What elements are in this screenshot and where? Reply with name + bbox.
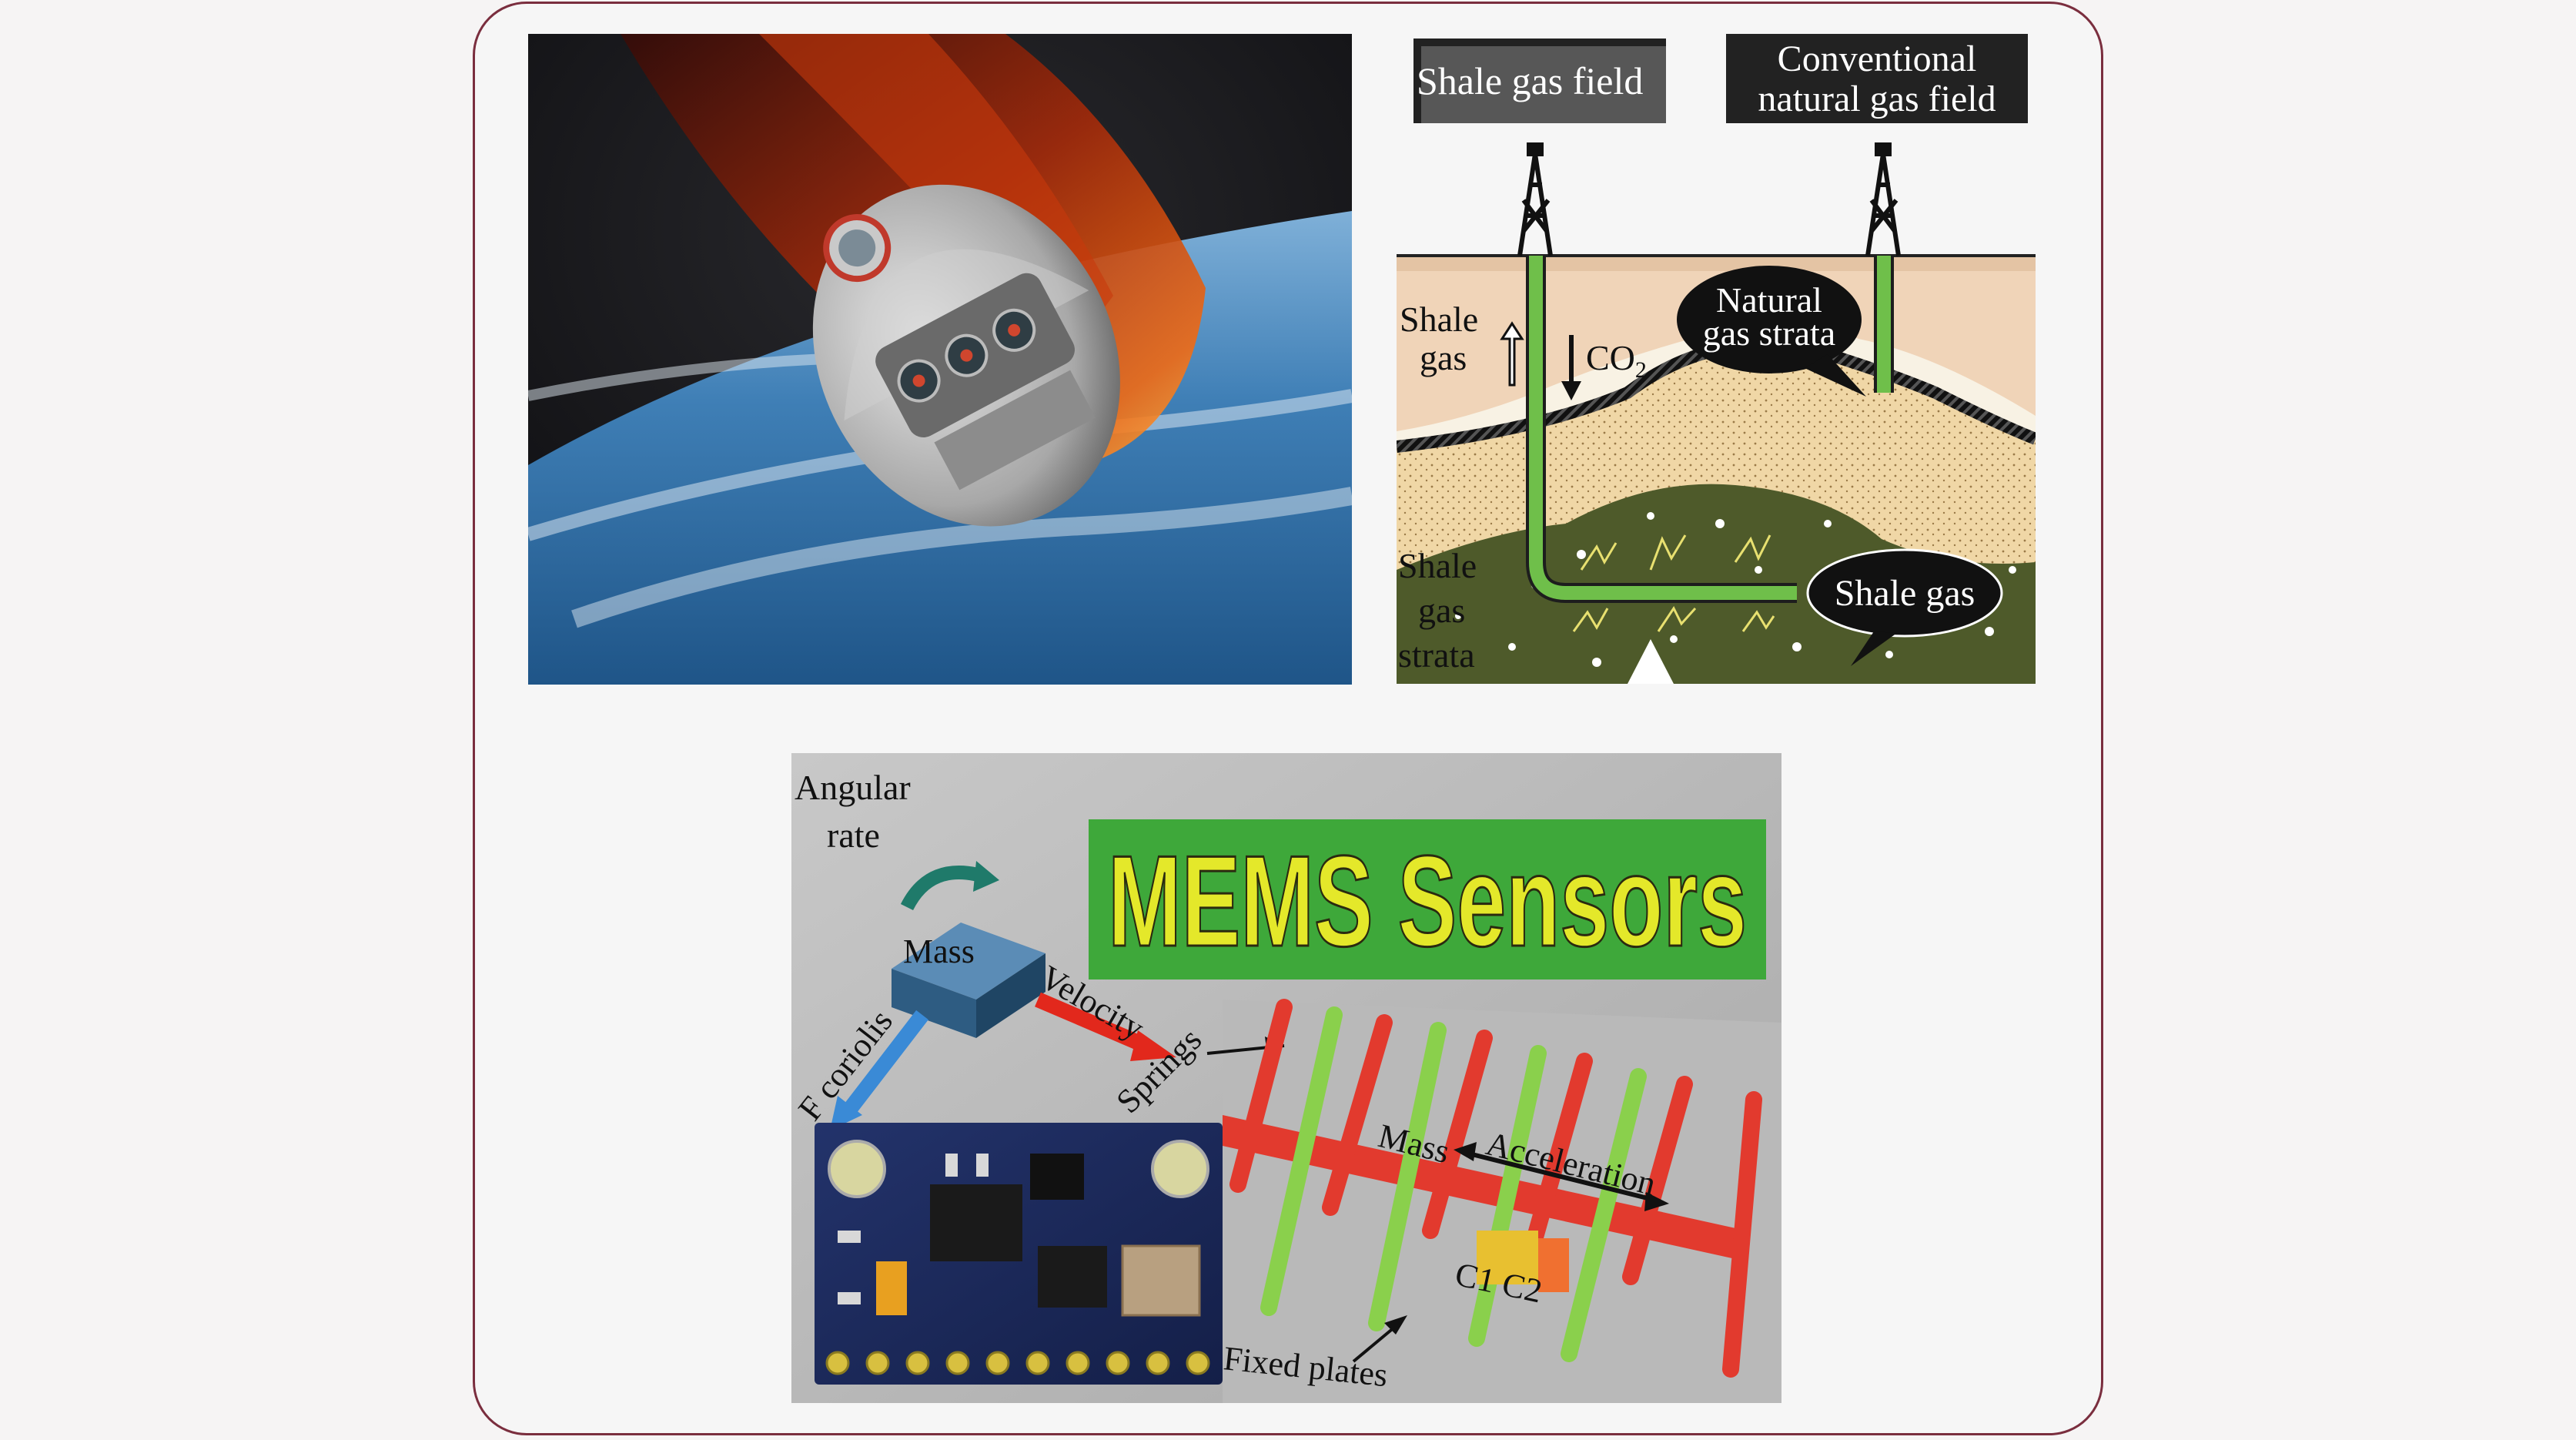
conventional-field-box [1726,34,2028,123]
mass-block [892,923,1045,1038]
comb-structure [1223,999,1762,1378]
up-arrow-icon [1500,321,1524,387]
conventional-label-line2: natural gas field [1758,79,1996,119]
natural-gas-bubble [1677,266,1862,373]
velocity-arrow-icon [1130,1030,1176,1061]
capacitor-c2 [1538,1238,1569,1292]
rig-conventional [1865,142,1901,256]
capsule [812,184,1120,527]
shale-gas-up-label-1: Shale [1400,300,1478,339]
capacitor-c1 [1477,1231,1538,1284]
capsule-reentry-image [528,34,1352,685]
angular-rate-label-1: Angular [795,768,911,807]
mems-banner-title: MEMS Sensors [1108,829,1747,973]
mass-block-label: Mass [903,933,975,970]
coriolis-arrow-icon [830,1096,862,1130]
shale-gas-up-label-2: gas [1420,338,1467,377]
rig-shale [1517,142,1553,256]
down-arrow-icon [1561,335,1581,400]
mems-pcb-board [815,1123,1223,1385]
shale-well-pipe [1529,256,1797,600]
co2-label: CO2 [1586,338,1647,383]
strata-label-2: gas [1418,591,1465,630]
natural-gas-label-1: Natural [1716,280,1822,320]
shale-gas-bubble-label: Shale gas [1835,573,1975,614]
strata-label-1: Shale [1398,546,1477,585]
shale-field-box [1413,39,1666,123]
shale-field-label: Shale gas field [1417,59,1643,102]
conventional-label-line1: Conventional [1778,39,1977,79]
mems-banner [1089,819,1766,980]
angular-rate-label-2: rate [827,815,880,855]
strata-label-3: strata [1398,635,1475,675]
shale-gas-diagram: Shale gas field Conventional natural gas… [1397,31,2036,685]
shale-gas-bubble [1806,548,2003,638]
mems-sensors-diagram: MEMS Sensors Angular rate Mass Velocity … [791,753,1781,1403]
natural-gas-label-2: gas strata [1703,313,1835,353]
rotation-arrow-icon [900,866,986,911]
